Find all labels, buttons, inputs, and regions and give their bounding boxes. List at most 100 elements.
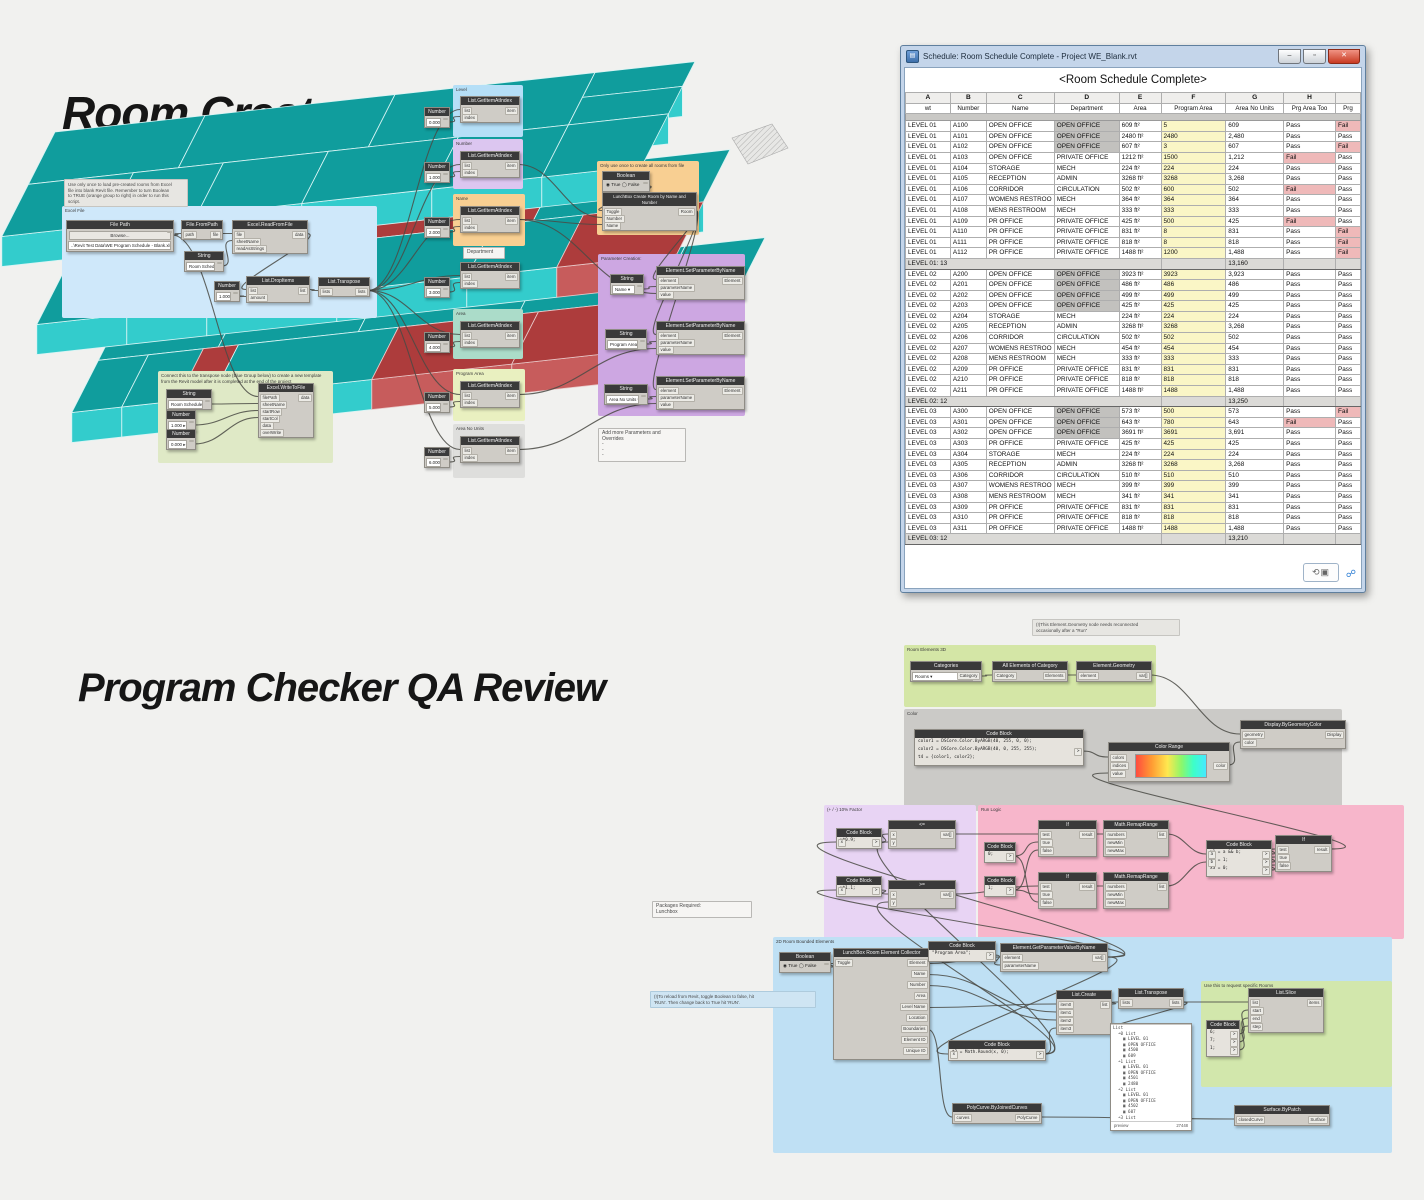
port[interactable]: test	[1277, 846, 1290, 854]
port[interactable]: >	[872, 839, 880, 847]
port[interactable]: readAsStrings	[234, 245, 267, 253]
port[interactable]: newMin	[1105, 891, 1126, 899]
port[interactable]: data	[298, 394, 312, 402]
port[interactable]: var[]	[1136, 672, 1150, 680]
port[interactable]: a	[1208, 851, 1216, 859]
port[interactable]: index	[462, 224, 478, 232]
port[interactable]: lists	[320, 288, 333, 296]
port[interactable]: var[]	[1092, 954, 1106, 962]
port[interactable]: Element	[721, 332, 743, 340]
port[interactable]: item	[504, 217, 518, 225]
port[interactable]: item	[504, 107, 518, 115]
port[interactable]	[640, 340, 645, 342]
port[interactable]: lists	[1169, 999, 1182, 1007]
port[interactable]: item3	[1058, 1025, 1074, 1033]
port[interactable]: end	[1250, 1015, 1263, 1023]
port[interactable]: colors	[1110, 754, 1127, 762]
port[interactable]: Category	[994, 672, 1017, 680]
note-n1[interactable]: Use only once to load pre-created rooms …	[64, 179, 188, 207]
port[interactable]: >	[1262, 851, 1270, 859]
port[interactable]: item	[504, 447, 518, 455]
port[interactable]: item	[504, 162, 518, 170]
port[interactable]	[233, 292, 238, 294]
port[interactable]	[643, 182, 648, 184]
port[interactable]	[824, 963, 829, 965]
port[interactable]: result	[1079, 883, 1095, 891]
port[interactable]: PolyCurve	[1014, 1114, 1040, 1122]
note-reload[interactable]: (!)To reload from Revit, toggle Boolean …	[650, 991, 816, 1008]
port[interactable]: >	[872, 887, 880, 895]
note-pkg[interactable]: Packages Required:Lunchbox	[652, 901, 752, 918]
port[interactable]: lists	[1120, 999, 1133, 1007]
watch-node[interactable]: List∸0 List▦ LEVEL 01▦ OPEN OFFICE▦ 4500…	[1110, 1023, 1192, 1132]
port[interactable]: x	[950, 1051, 958, 1059]
port[interactable]: parameterName	[1002, 962, 1039, 970]
schedule-window[interactable]: ▤ Schedule: Room Schedule Complete - Pro…	[900, 45, 1366, 593]
port[interactable]: path	[183, 231, 197, 239]
port[interactable]: Name	[604, 222, 621, 230]
port[interactable]: newMin	[1105, 839, 1126, 847]
port[interactable]: indices	[1110, 762, 1129, 770]
port[interactable]: false	[1040, 847, 1055, 855]
port[interactable]: step	[1250, 1023, 1264, 1031]
port[interactable]: Element ID	[901, 1036, 928, 1044]
port[interactable]: Name	[911, 970, 928, 978]
port[interactable]: Element	[906, 959, 928, 967]
port[interactable]: Area	[913, 992, 928, 1000]
port[interactable]	[443, 173, 448, 175]
port[interactable]: newMax	[1105, 899, 1127, 907]
port[interactable]: element	[1078, 672, 1099, 680]
port[interactable]	[641, 395, 646, 397]
port[interactable]: curves	[954, 1114, 972, 1122]
port[interactable]: newMax	[1105, 847, 1127, 855]
port[interactable]: list	[1250, 999, 1261, 1007]
node-cb_prog[interactable]: Code Block"Program Area";>	[928, 941, 996, 962]
port[interactable]: Surface	[1307, 1116, 1328, 1124]
port[interactable]: Element	[721, 277, 743, 285]
port[interactable]: >	[1230, 1039, 1238, 1047]
port[interactable]: >	[1262, 867, 1270, 875]
port[interactable]: index	[462, 339, 478, 347]
port[interactable]: overWrite	[260, 429, 284, 437]
port[interactable]	[189, 440, 194, 442]
port[interactable]: >	[1036, 1051, 1044, 1059]
port[interactable]: b	[1208, 859, 1216, 867]
port[interactable]: value	[658, 346, 674, 354]
port[interactable]: Toggle	[835, 959, 853, 967]
port[interactable]: amount	[248, 294, 268, 302]
port[interactable]: true	[1040, 839, 1053, 847]
port[interactable]: y	[890, 899, 898, 907]
port[interactable]: item1	[1058, 1009, 1074, 1017]
port[interactable]: value	[658, 401, 674, 409]
